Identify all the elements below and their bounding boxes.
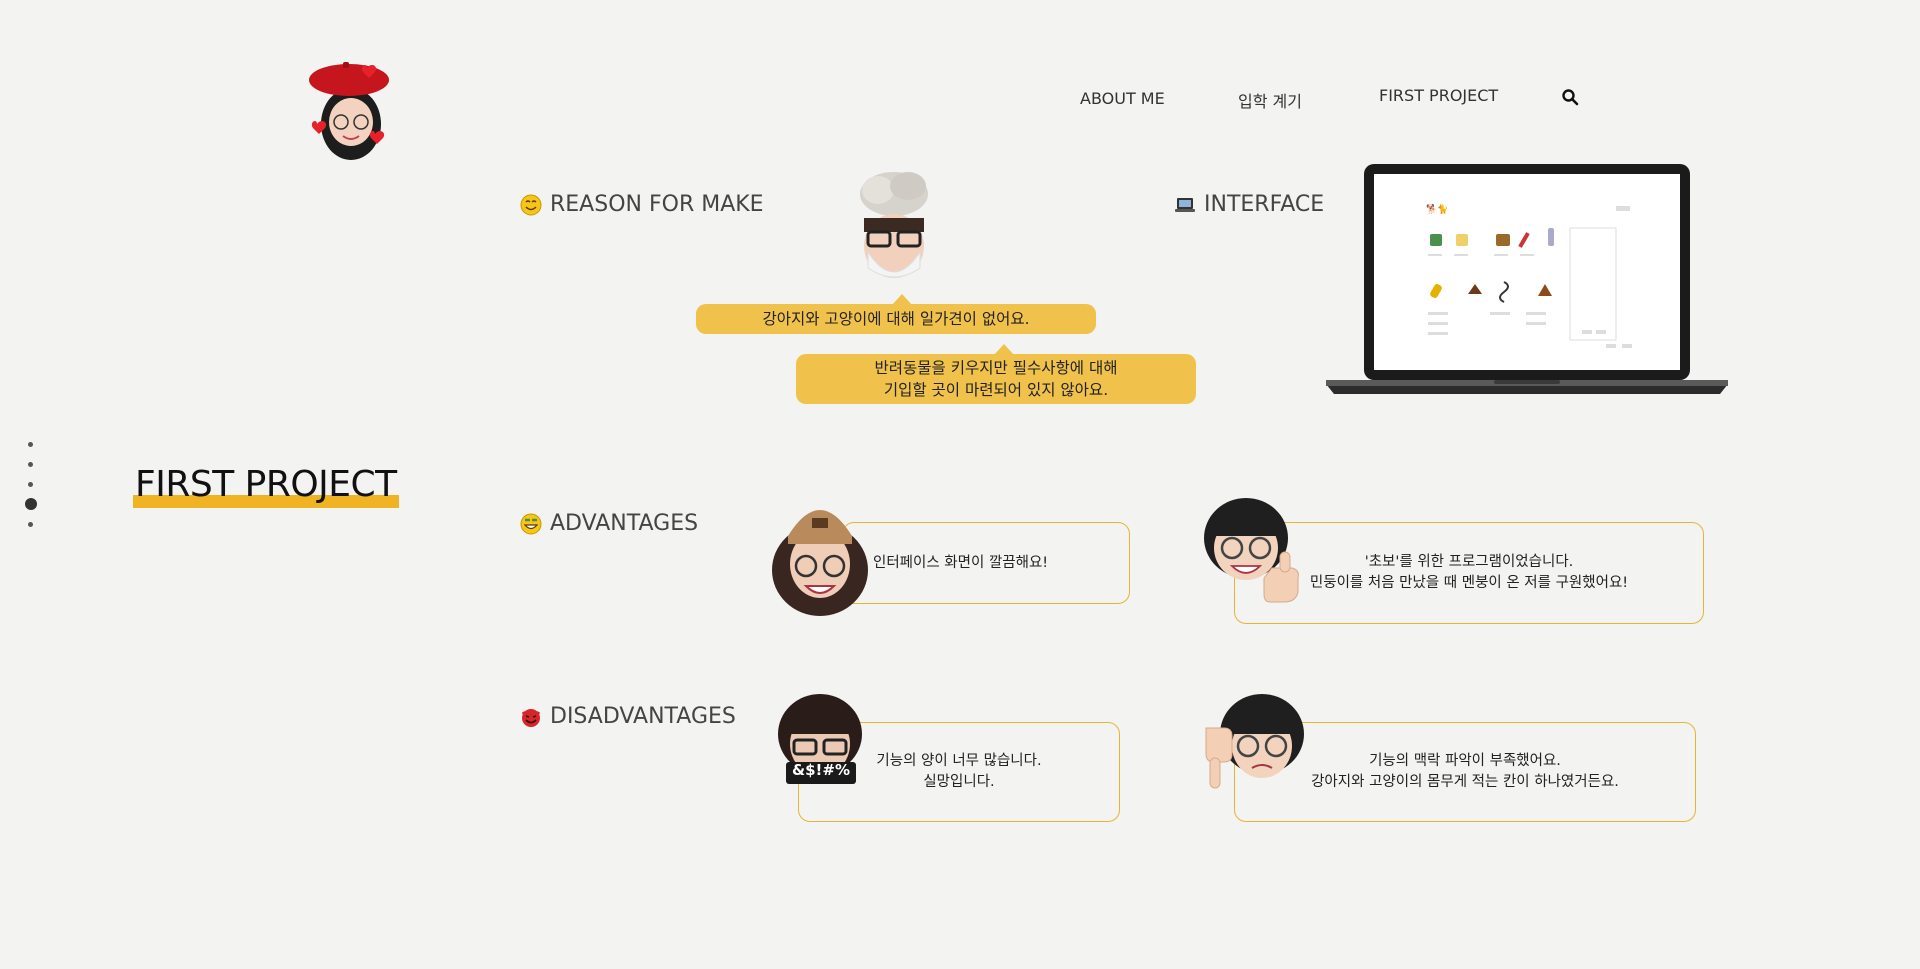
interface-heading-text: INTERFACE [1204, 192, 1325, 217]
disadvantage-card-1-line-2: 실망입니다. [923, 774, 995, 790]
svg-text:🐕🐈: 🐕🐈 [1426, 203, 1448, 215]
advantage-card-2-line-2: 민둥이를 처음 만났을 때 멘붕이 온 저를 구원했어요! [1309, 575, 1629, 591]
reason-heading-text: REASON FOR MAKE [550, 192, 764, 217]
side-nav-dot-4-active[interactable] [25, 498, 37, 510]
grinning-face-icon [520, 513, 542, 534]
interface-heading: INTERFACE [1174, 192, 1324, 217]
page-title: FIRST PROJECT [133, 462, 399, 508]
reason-bubble-2-line-2: 기입할 곳이 마련되어 있지 않아요. [883, 381, 1109, 399]
laptop-icon [1175, 197, 1195, 212]
side-nav-dot-1[interactable] [28, 442, 33, 447]
reason-bubble-1: 강아지와 고양이에 대해 일가견이 없어요. [696, 294, 1096, 334]
advantage-card-1-text: 인터페이스 화면이 깔끔해요! [873, 554, 1049, 571]
nav-first-project[interactable]: FIRST PROJECT [1379, 86, 1499, 105]
nav-admission-reason[interactable]: 입학 계기 [1238, 92, 1302, 111]
smiling-face-icon [520, 194, 542, 215]
reason-heading: REASON FOR MAKE [520, 192, 764, 217]
advantage-card-2-line-1: '초보'를 위한 프로그램이었습니다. [1364, 554, 1574, 570]
smiling-devil-icon [521, 708, 541, 727]
memoji-thumbs-up [1204, 498, 1299, 603]
censored-symbols-text: &$!#% [792, 761, 850, 779]
disadvantage-card-2: 기능의 맥락 파악이 부족했어요. 강아지와 고양이의 몸무게 적는 칸이 하나… [1234, 722, 1696, 822]
nav-about-me[interactable]: ABOUT ME [1080, 89, 1165, 108]
side-nav-dot-3[interactable] [28, 482, 33, 487]
logo-memoji-avatar[interactable] [305, 58, 397, 162]
interface-laptop-screenshot: 🐕🐈 [1326, 164, 1728, 394]
advantage-card-1: 인터페이스 화면이 깔끔해요! [842, 522, 1130, 604]
memoji-censored: &$!#% [774, 690, 866, 790]
disadvantage-card-1: 기능의 양이 너무 많습니다. 실망입니다. [798, 722, 1120, 822]
memoji-censored-face [778, 694, 862, 784]
memoji-beanie-girl [772, 510, 868, 616]
search-icon[interactable] [1561, 88, 1579, 106]
disadvantage-card-2-line-2: 강아지와 고양이의 몸무게 적는 칸이 하나였거든요. [1311, 774, 1619, 790]
advantages-heading: ADVANTAGES [520, 511, 698, 536]
disadvantages-heading: DISADVANTAGES [520, 704, 736, 729]
reason-bubble-2-line-1: 반려동물을 키우지만 필수사항에 대해 [874, 359, 1118, 377]
side-nav-dot-5[interactable] [28, 522, 33, 527]
advantage-card-2: '초보'를 위한 프로그램이었습니다. 민둥이를 처음 만났을 때 멘붕이 온 … [1234, 522, 1704, 624]
disadvantage-card-1-line-1: 기능의 양이 너무 많습니다. [876, 753, 1042, 769]
mind-blown-memoji [860, 172, 928, 278]
disadvantage-card-2-line-1: 기능의 맥락 파악이 부족했어요. [1369, 753, 1561, 769]
side-nav-dot-2[interactable] [28, 462, 33, 467]
disadvantages-heading-text: DISADVANTAGES [550, 704, 736, 729]
advantages-heading-text: ADVANTAGES [550, 511, 699, 536]
reason-bubble-2: 반려동물을 키우지만 필수사항에 대해 기입할 곳이 마련되어 있지 않아요. [796, 344, 1196, 404]
memoji-thumbs-down [1205, 694, 1304, 789]
